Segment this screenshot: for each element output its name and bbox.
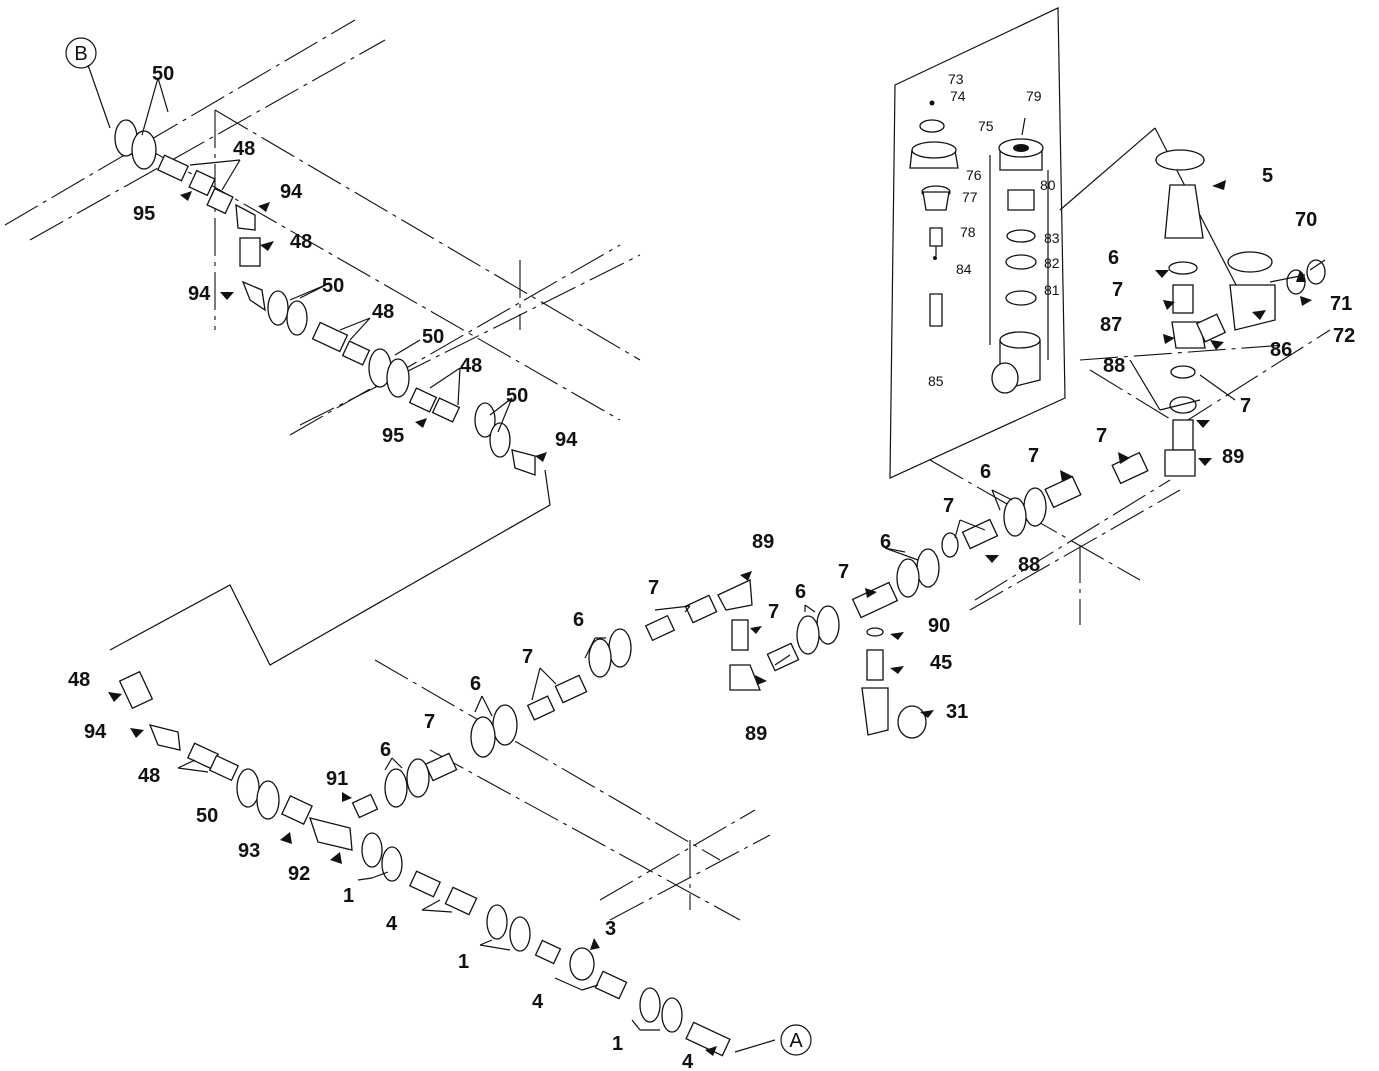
callout-6-f: 6 — [470, 673, 481, 695]
callout-77: 77 — [962, 189, 978, 205]
callout-7-f: 7 — [838, 561, 849, 583]
callout-83: 83 — [1044, 230, 1060, 246]
callout-88-a: 88 — [1103, 355, 1125, 377]
callout-79: 79 — [1026, 88, 1042, 104]
callout-50-d: 50 — [506, 385, 528, 407]
callout-89-b: 89 — [752, 531, 774, 553]
callout-72: 72 — [1333, 325, 1355, 347]
callout-80: 80 — [1040, 177, 1056, 193]
callout-89-c: 89 — [745, 723, 767, 745]
callout-7-b: 7 — [1240, 395, 1251, 417]
callout-45: 45 — [930, 652, 952, 674]
callout-95-a: 95 — [133, 203, 155, 225]
callout-7-d: 7 — [1028, 445, 1039, 467]
callout-4-c: 4 — [682, 1051, 694, 1071]
callout-81: 81 — [1044, 282, 1060, 298]
callout-76: 76 — [966, 167, 982, 183]
connector-b: B — [65, 37, 97, 69]
callout-48-e: 48 — [68, 669, 90, 691]
callout-94-b: 94 — [188, 283, 211, 305]
lower-left-run — [118, 670, 731, 1057]
callout-71: 71 — [1330, 293, 1352, 315]
callout-73: 73 — [948, 71, 964, 87]
connector-a-label: A — [789, 1030, 803, 1052]
upper-left-run — [114, 119, 536, 476]
callout-7-a: 7 — [1112, 279, 1123, 301]
connector-b-circle — [65, 37, 97, 69]
callout-84: 84 — [956, 261, 972, 277]
valve-exploded-inset — [889, 7, 1066, 479]
callout-6-c: 6 — [880, 531, 891, 553]
callout-31: 31 — [946, 701, 968, 723]
callout-50-c: 50 — [422, 326, 444, 348]
callout-6-b: 6 — [980, 461, 991, 483]
callout-6-a: 6 — [1108, 247, 1119, 269]
callout-86: 86 — [1270, 339, 1292, 361]
callout-74: 74 — [950, 88, 966, 104]
callout-6-e: 6 — [573, 609, 584, 631]
callout-5: 5 — [1262, 165, 1273, 187]
connector-b-label: B — [74, 43, 87, 65]
callout-7-j: 7 — [424, 711, 435, 733]
callout-50-b: 50 — [322, 275, 344, 297]
callout-91: 91 — [326, 768, 348, 790]
leader-lines — [87, 64, 1326, 1053]
callout-94-d: 94 — [84, 721, 107, 743]
callout-82: 82 — [1044, 255, 1060, 271]
callout-48-c: 48 — [372, 301, 394, 323]
callout-94-c: 94 — [555, 429, 578, 451]
callout-6-g: 6 — [380, 739, 391, 761]
callout-94-a: 94 — [280, 181, 303, 203]
upper-right-run — [351, 451, 1149, 819]
arrowheads — [108, 180, 1312, 1056]
callout-48-b: 48 — [290, 231, 312, 253]
callout-50-a: 50 — [152, 63, 174, 85]
callout-1-c: 1 — [612, 1033, 623, 1055]
callout-labels: 73 74 75 76 77 78 79 80 83 82 81 84 85 5… — [68, 63, 1355, 1071]
connector-a: A — [780, 1024, 812, 1056]
callout-90: 90 — [928, 615, 950, 637]
callout-7-g: 7 — [768, 601, 779, 623]
callout-6-d: 6 — [795, 581, 806, 603]
callout-7-e: 7 — [943, 495, 954, 517]
callout-75: 75 — [978, 118, 994, 134]
callout-3: 3 — [605, 918, 616, 940]
callout-4-a: 4 — [386, 913, 398, 935]
callout-48-f: 48 — [138, 765, 160, 787]
callout-93: 93 — [238, 840, 260, 862]
callout-70: 70 — [1295, 209, 1317, 231]
callout-7-c: 7 — [1096, 425, 1107, 447]
callout-85: 85 — [928, 373, 944, 389]
callout-89-a: 89 — [1222, 446, 1244, 468]
callout-50-e: 50 — [196, 805, 218, 827]
main-valve-assembly — [1059, 127, 1326, 477]
callout-1-a: 1 — [343, 885, 354, 907]
callout-48-d: 48 — [460, 355, 482, 377]
connector-a-circle — [780, 1024, 812, 1056]
callout-7-i: 7 — [522, 646, 533, 668]
callout-92: 92 — [288, 863, 310, 885]
callout-78: 78 — [960, 224, 976, 240]
callout-1-b: 1 — [458, 951, 469, 973]
callout-88-b: 88 — [1018, 554, 1040, 576]
callout-4-b: 4 — [532, 991, 544, 1013]
callout-7-h: 7 — [648, 577, 659, 599]
callout-95-b: 95 — [382, 425, 404, 447]
callout-48-a: 48 — [233, 138, 255, 160]
callout-87: 87 — [1100, 314, 1122, 336]
